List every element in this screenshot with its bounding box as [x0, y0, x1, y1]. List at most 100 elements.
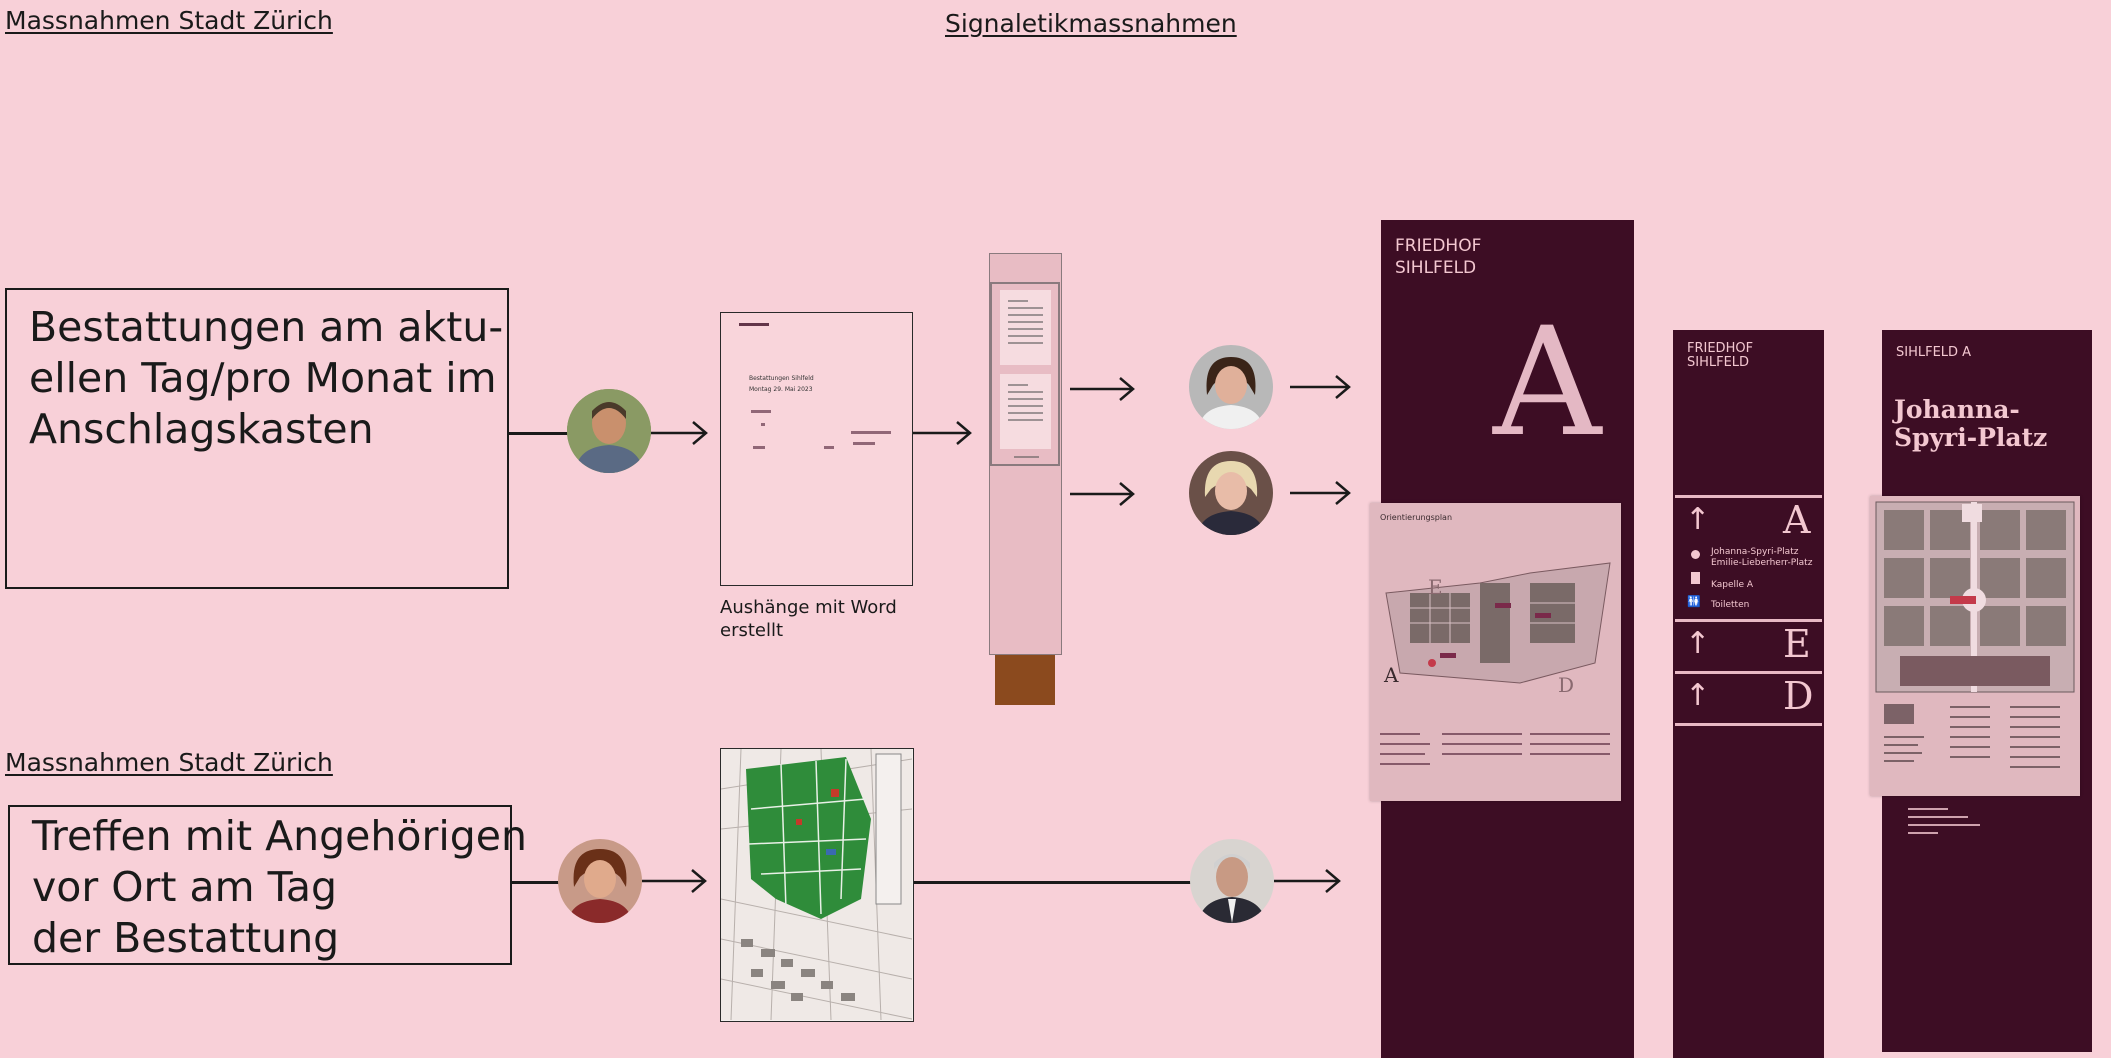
doc-mark: [753, 446, 765, 449]
heading-massnahmen-top: Massnahmen Stadt Zürich: [5, 6, 333, 35]
kiosk-post-base: [995, 655, 1055, 705]
legend-line: [1442, 743, 1522, 745]
direction-letter-d: D: [1783, 674, 1814, 718]
arrow-up-icon: ↑: [1685, 626, 1711, 661]
doc-mark: [824, 446, 834, 449]
signage-panel-directional: FRIEDHOF SIHLFELD ↑ A Johanna-Spyri-Plat…: [1673, 330, 1824, 1058]
panel-place-title: Johanna- Spyri-Platz: [1894, 395, 2048, 452]
connector-line: [914, 881, 1192, 884]
toilet-icon: 🚻: [1687, 595, 1701, 608]
kiosk-label-bar: [1014, 456, 1039, 458]
arrow-up-icon: ↑: [1685, 502, 1711, 537]
direction-item: Johanna-Spyri-Platz: [1711, 547, 1799, 557]
sheet-line: [1008, 405, 1043, 407]
sheet-line: [1008, 328, 1043, 330]
panel-letter-a: A: [1493, 296, 1602, 470]
map-letter-e: E: [1428, 575, 1443, 599]
legend-line: [1380, 733, 1420, 735]
chapel-icon: [1691, 572, 1700, 584]
divider: [1675, 619, 1822, 622]
arrow-right-icon: [642, 869, 707, 893]
direction-item: Kapelle A: [1711, 580, 1754, 590]
legend-line: [1530, 753, 1610, 755]
divider: [1675, 671, 1822, 674]
legend-line: [1530, 743, 1610, 745]
place-map-board: [1870, 496, 2080, 796]
caption-line: [1908, 832, 1938, 834]
map-letter-a: A: [1384, 663, 1399, 687]
doc-header-mark: [739, 323, 769, 326]
heading-massnahmen-mid: Massnahmen Stadt Zürich: [5, 748, 333, 777]
process-box-treffen: Treffen mit Angehörigen vor Ort am Tag d…: [8, 805, 527, 965]
kiosk-notice-sheet: [1000, 374, 1051, 449]
doc-mark: [853, 442, 875, 445]
arrow-right-icon: [913, 421, 972, 445]
orientation-plan-map: [1385, 562, 1611, 684]
arrow-right-icon: [1274, 869, 1341, 893]
arrow-up-icon: ↑: [1685, 678, 1711, 713]
person-avatar-icon: [1189, 345, 1273, 429]
orientation-plan-title: Orientierungsplan: [1380, 513, 1453, 522]
sheet-line: [1008, 314, 1043, 316]
map-letter-d: D: [1558, 673, 1575, 697]
arrow-right-icon: [1070, 377, 1135, 401]
person-avatar-icon: [558, 839, 642, 923]
process-box-bestattungen: Bestattungen am aktu- ellen Tag/pro Mona…: [5, 288, 509, 589]
legend-line: [1530, 733, 1610, 735]
sheet-line: [1008, 307, 1043, 309]
doc-caption: Aushänge mit Word erstellt: [720, 597, 897, 641]
doc-mark: [851, 431, 891, 434]
connector-line: [512, 881, 560, 884]
connector-line: [509, 432, 569, 435]
divider: [1675, 723, 1822, 726]
arrow-right-icon: [651, 421, 708, 445]
place-map-graphic: [1875, 501, 2075, 768]
doc-line-1: Bestattungen Sihlfeld: [749, 375, 814, 382]
notice-board-kiosk: [989, 253, 1062, 655]
sheet-line: [1008, 300, 1028, 302]
kiosk-notice-sheet: [1000, 290, 1051, 365]
sheet-line: [1008, 342, 1043, 344]
place-dot-icon: [1691, 550, 1700, 559]
caption-line: [1908, 816, 1968, 818]
sheet-line: [1008, 335, 1043, 337]
caption-line: [1908, 824, 1980, 826]
doc-line-2: Montag 29. Mai 2023: [749, 386, 813, 393]
caption-line: [1908, 808, 1948, 810]
process-box-text: Bestattungen am aktu- ellen Tag/pro Mona…: [29, 303, 504, 453]
panel-title: FRIEDHOF SIHLFELD: [1395, 236, 1482, 278]
direction-item: Emilie-Lieberherr-Platz: [1711, 558, 1813, 568]
person-avatar-icon: [1190, 839, 1274, 923]
sheet-line: [1008, 412, 1043, 414]
sheet-line: [1008, 384, 1028, 386]
legend-line: [1380, 753, 1425, 755]
legend-line: [1442, 753, 1522, 755]
person-avatar-icon: [567, 389, 651, 473]
direction-letter-e: E: [1783, 622, 1811, 666]
kiosk-display-frame: [990, 282, 1060, 466]
arrow-right-icon: [1290, 481, 1351, 505]
cemetery-site-map: [720, 748, 914, 1022]
panel-subtitle: SIHLFELD A: [1896, 345, 1972, 360]
map-graphic: [721, 749, 913, 1021]
divider: [1675, 495, 1822, 498]
arrow-right-icon: [1290, 375, 1351, 399]
word-document-preview: Bestattungen Sihlfeld Montag 29. Mai 202…: [720, 312, 913, 586]
direction-letter-a: A: [1783, 498, 1811, 542]
process-box-text: Treffen mit Angehörigen vor Ort am Tag d…: [32, 812, 527, 962]
doc-mark: [751, 410, 771, 413]
legend-line: [1380, 743, 1430, 745]
sheet-line: [1008, 419, 1043, 421]
heading-signaletik: Signaletikmassnahmen: [945, 9, 1237, 38]
doc-mark: [761, 423, 765, 426]
legend-line: [1442, 733, 1522, 735]
person-avatar-icon: [1189, 451, 1273, 535]
arrow-right-icon: [1070, 482, 1135, 506]
direction-item: Toiletten: [1711, 600, 1750, 610]
sheet-line: [1008, 321, 1043, 323]
orientation-plan-board: Orientierungsplan E A D: [1370, 503, 1621, 801]
legend-line: [1380, 763, 1430, 765]
sheet-line: [1008, 398, 1043, 400]
panel-title: FRIEDHOF SIHLFELD: [1687, 341, 1754, 370]
sheet-line: [1008, 391, 1043, 393]
